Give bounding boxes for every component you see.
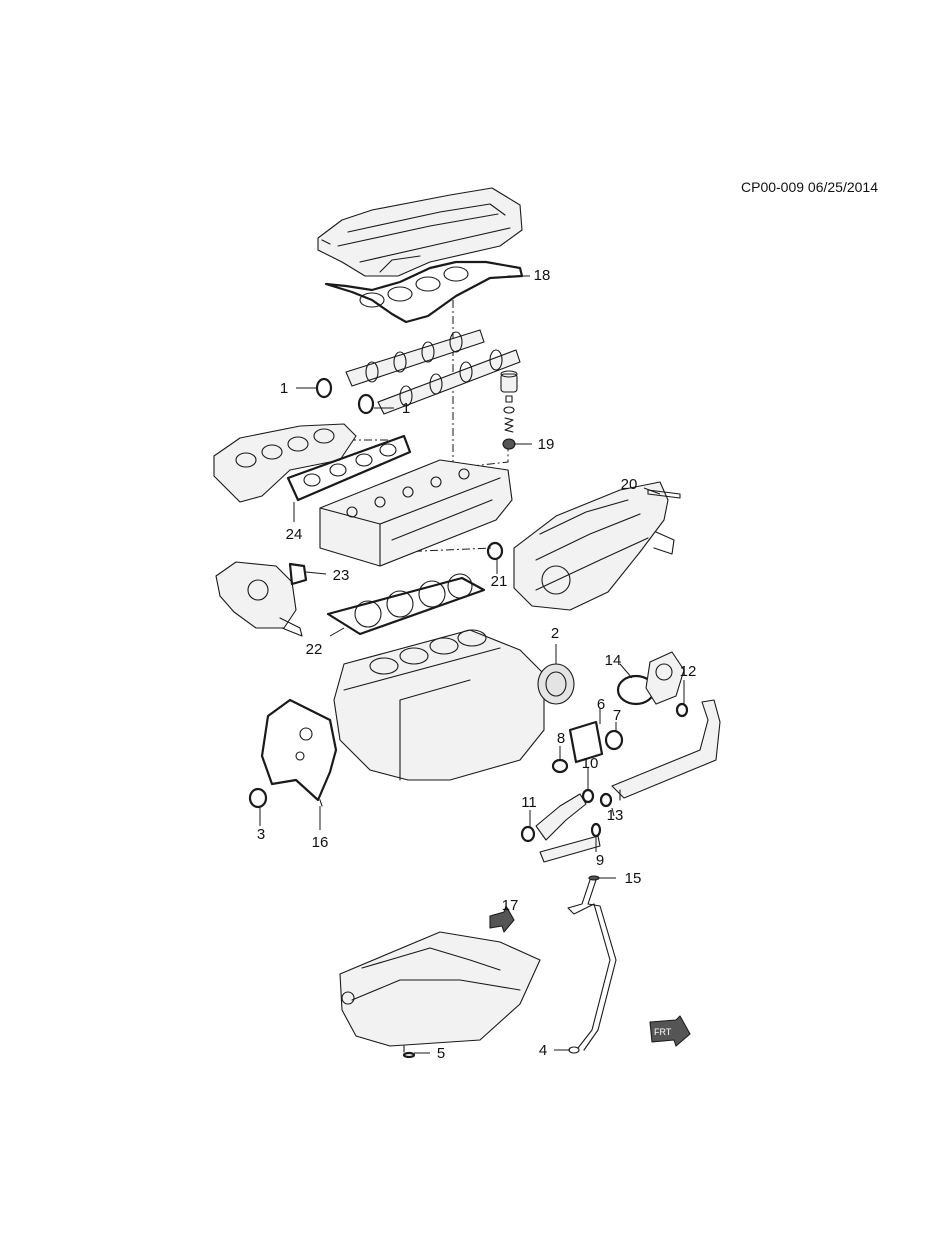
callout-1b: 1 [402, 400, 410, 417]
cylinder-head-gasket [326, 573, 486, 636]
oil-pan-drain-seal [402, 1051, 416, 1059]
front-indicator-text: FRT [654, 1027, 672, 1037]
front-cover [260, 698, 338, 807]
intake-camshaft [345, 329, 485, 387]
callout-3: 3 [257, 826, 265, 843]
callout-21: 21 [491, 573, 508, 590]
callout-23: 23 [333, 567, 350, 584]
exhaust-camshaft [377, 349, 521, 415]
callout-16: 16 [312, 834, 329, 851]
direction-arrow-icon [489, 905, 515, 933]
callout-9: 9 [596, 852, 604, 869]
seal-ring-12 [675, 702, 689, 718]
oil-filter-cap [616, 651, 685, 706]
front-indicator-icon: FRT [649, 1015, 691, 1047]
callout-24: 24 [286, 526, 303, 543]
oil-level-tube [567, 875, 617, 1054]
callout-20: 20 [621, 476, 638, 493]
callout-4: 4 [539, 1042, 547, 1059]
callout-15: 15 [625, 870, 642, 887]
crankshaft-rear-oil-seal [537, 663, 575, 705]
engine-block [333, 629, 545, 781]
callout-19: 19 [538, 436, 555, 453]
thermostat-housing [215, 561, 303, 637]
oil-cooler-seal-7 [604, 729, 624, 751]
callout-17: 17 [502, 897, 519, 914]
leader-lines [259, 275, 685, 1054]
oil-cooler-seal-8 [551, 758, 569, 774]
intake-manifold [513, 481, 675, 611]
callout-2: 2 [551, 625, 559, 642]
callout-8: 8 [557, 730, 565, 747]
crankshaft-front-oil-seal [248, 787, 268, 809]
intake-seal [486, 541, 504, 561]
oil-cooler-gasket [568, 720, 604, 764]
exhaust-manifold [213, 423, 357, 503]
camshaft-cover [317, 187, 523, 277]
document-id: CP00-009 06/25/2014 [741, 179, 878, 195]
camshaft-cover-gasket [324, 260, 524, 324]
water-outlet-seal [288, 562, 308, 586]
callouts: 1 1 2 3 4 5 6 7 8 9 10 11 12 13 14 15 16… [257, 267, 697, 1062]
callout-14: 14 [605, 652, 622, 669]
callout-6: 6 [597, 696, 605, 713]
seal-ring-9 [590, 822, 602, 838]
seal-ring-11 [520, 825, 536, 843]
oil-cooler-pipe [611, 699, 721, 801]
seal-ring-10 [581, 788, 595, 804]
callout-10: 10 [582, 755, 599, 772]
callout-13: 13 [607, 807, 624, 824]
valve-lifter-stack [500, 370, 518, 450]
cylinder-head [319, 459, 513, 567]
callout-5: 5 [437, 1045, 445, 1062]
camshaft-seal-1a [315, 377, 333, 399]
callout-1a: 1 [280, 380, 288, 397]
callout-12: 12 [680, 663, 697, 680]
callout-11: 11 [521, 794, 537, 811]
intake-sensor [647, 489, 681, 499]
seal-ring-13 [599, 792, 613, 808]
callout-18: 18 [534, 267, 551, 284]
exhaust-manifold-gasket [286, 434, 412, 502]
oil-cooler-hose [535, 793, 601, 863]
oil-pan [339, 931, 541, 1053]
callout-7: 7 [613, 707, 621, 724]
callout-22: 22 [306, 641, 323, 658]
camshaft-seal-1b [357, 393, 375, 415]
